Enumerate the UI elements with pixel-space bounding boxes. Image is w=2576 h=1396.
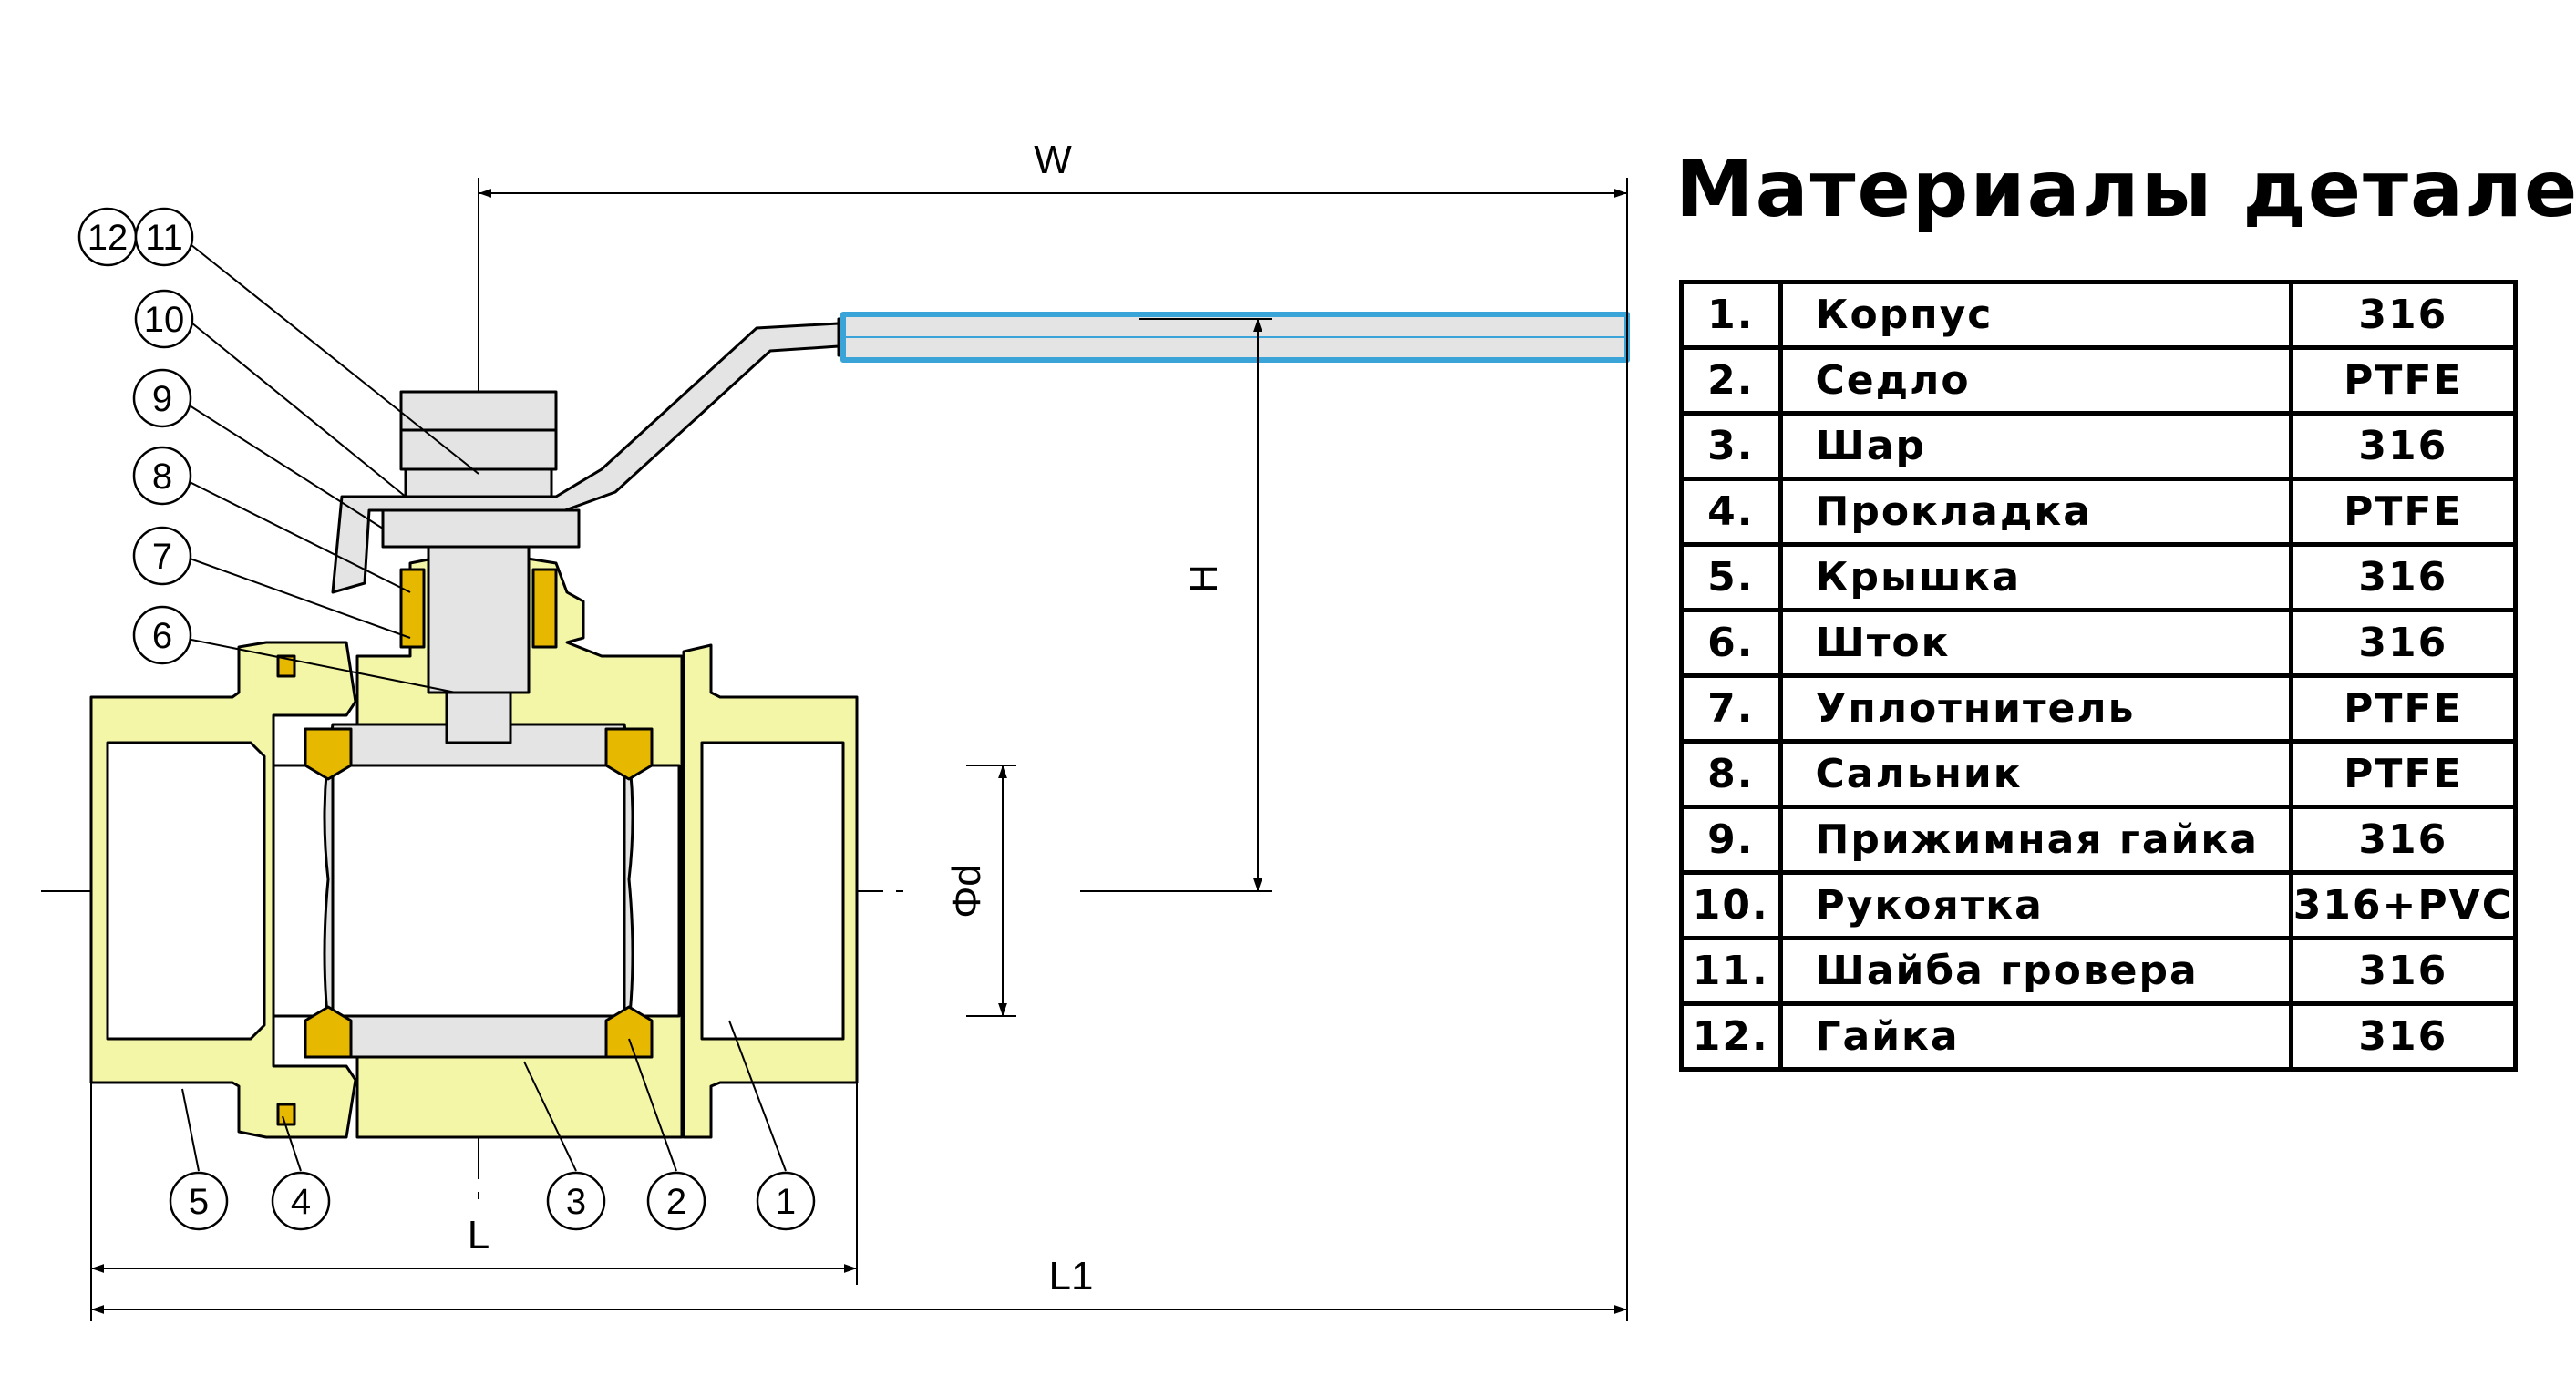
- svg-text:12: 12: [88, 218, 129, 258]
- row-material: 316: [2288, 280, 2519, 350]
- callout-6: 6: [132, 605, 192, 665]
- row-name: Седло: [1777, 345, 2293, 416]
- row-name: Шар: [1777, 411, 2293, 481]
- svg-text:9: 9: [152, 379, 172, 419]
- row-name: Крышка: [1777, 542, 2293, 612]
- dim-h-label: H: [1181, 564, 1226, 593]
- callout-8: 8: [132, 446, 192, 506]
- row-material: 316: [2288, 608, 2519, 678]
- row-num: 4.: [1679, 477, 1783, 547]
- callout-7: 7: [132, 526, 192, 586]
- callout-9: 9: [132, 368, 192, 428]
- row-name: Корпус: [1777, 280, 2293, 350]
- svg-text:5: 5: [189, 1182, 209, 1222]
- svg-text:11: 11: [145, 218, 183, 258]
- svg-text:1: 1: [776, 1182, 796, 1222]
- row-name: Шток: [1777, 608, 2293, 678]
- row-num: 11.: [1679, 936, 1783, 1006]
- row-material: PTFE: [2288, 673, 2519, 744]
- row-material: PTFE: [2288, 477, 2519, 547]
- row-name: Рукоятка: [1777, 870, 2293, 940]
- svg-text:10: 10: [144, 300, 185, 340]
- row-material: 316+PVC: [2288, 870, 2519, 940]
- callout-11: 11: [134, 207, 194, 267]
- svg-text:7: 7: [152, 537, 172, 577]
- row-name: Прокладка: [1777, 477, 2293, 547]
- materials-title: Материалы деталей:: [1675, 144, 2576, 235]
- row-num: 1.: [1679, 280, 1783, 350]
- row-name: Прижимная гайка: [1777, 805, 2293, 875]
- callout-leaders: [181, 241, 787, 1172]
- row-material: 316: [2288, 411, 2519, 481]
- callout-12: 12: [77, 207, 138, 267]
- row-name: Гайка: [1777, 1001, 2293, 1072]
- callout-4: 4: [271, 1171, 331, 1231]
- callout-10: 10: [134, 289, 194, 349]
- row-material: PTFE: [2288, 739, 2519, 809]
- row-material: PTFE: [2288, 345, 2519, 416]
- row-num: 2.: [1679, 345, 1783, 416]
- row-num: 6.: [1679, 608, 1783, 678]
- row-material: 316: [2288, 805, 2519, 875]
- row-num: 9.: [1679, 805, 1783, 875]
- callout-1: 1: [756, 1171, 816, 1231]
- callout-2: 2: [646, 1171, 706, 1231]
- dim-w-label: W: [1034, 138, 1072, 182]
- dim-l-label: L: [468, 1213, 489, 1257]
- row-material: 316: [2288, 936, 2519, 1006]
- svg-text:6: 6: [152, 616, 172, 656]
- row-num: 12.: [1679, 1001, 1783, 1072]
- callout-3: 3: [546, 1171, 606, 1231]
- valve-body: [89, 312, 1630, 1139]
- dimension-lines: [90, 178, 1628, 1321]
- row-material: 316: [2288, 1001, 2519, 1072]
- row-num: 8.: [1679, 739, 1783, 809]
- callout-5: 5: [169, 1171, 229, 1231]
- row-num: 7.: [1679, 673, 1783, 744]
- row-name: Шайба гровера: [1777, 936, 2293, 1006]
- row-name: Сальник: [1777, 739, 2293, 809]
- svg-text:4: 4: [291, 1182, 311, 1222]
- row-num: 10.: [1679, 870, 1783, 940]
- row-name: Уплотнитель: [1777, 673, 2293, 744]
- row-num: 5.: [1679, 542, 1783, 612]
- svg-text:2: 2: [666, 1182, 686, 1222]
- callouts: 12 11 10 9 8 7 6 5 4 3 2 1: [77, 207, 816, 1231]
- row-material: 316: [2288, 542, 2519, 612]
- svg-text:8: 8: [152, 457, 172, 497]
- dim-d-label: Φd: [944, 864, 989, 919]
- dim-l1-label: L1: [1049, 1254, 1094, 1298]
- svg-text:3: 3: [566, 1182, 586, 1222]
- row-num: 3.: [1679, 411, 1783, 481]
